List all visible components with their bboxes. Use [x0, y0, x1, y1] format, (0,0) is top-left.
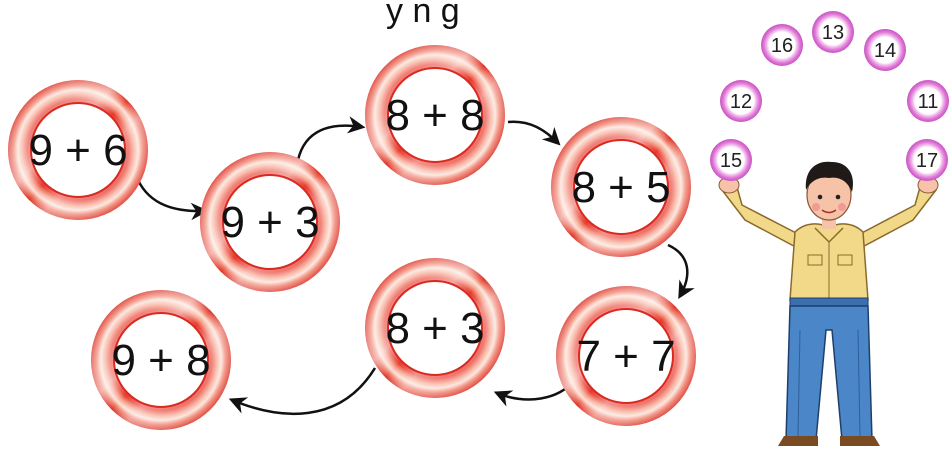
arrow-1	[136, 179, 209, 221]
arrow-3	[507, 120, 561, 146]
arrow-4	[667, 243, 695, 300]
ball-label: 11	[918, 91, 939, 113]
ball-label: 15	[720, 150, 742, 172]
arrow-6	[228, 367, 377, 415]
ball-11: 11	[907, 80, 949, 122]
ring-9-6: 9 + 6	[8, 80, 148, 220]
right-shoe	[840, 436, 880, 446]
ball-17: 17	[906, 139, 948, 181]
ring-9-3: 9 + 3	[200, 152, 340, 292]
ball-label: 17	[916, 150, 938, 172]
ring-label: 7 + 7	[576, 332, 675, 381]
hair	[805, 161, 854, 192]
ball-label: 14	[874, 40, 896, 62]
ring-label: 8 + 3	[385, 304, 484, 353]
ball-15: 15	[710, 139, 752, 181]
ball-label: 16	[771, 35, 793, 57]
ring-8-8: 8 + 8	[365, 45, 505, 185]
ring-label: 8 + 5	[571, 163, 670, 212]
ring-9-8: 9 + 8	[91, 290, 231, 430]
ring-8-3: 8 + 3	[365, 258, 505, 398]
left-shoe	[778, 436, 818, 446]
ball-13: 13	[812, 11, 854, 53]
ring-label: 9 + 6	[28, 126, 127, 175]
ring-7-7: 7 + 7	[556, 286, 696, 426]
ring-8-5: 8 + 5	[551, 117, 691, 257]
ring-label: 9 + 3	[220, 198, 319, 247]
boy-illustration	[718, 161, 939, 446]
arrow-2	[296, 116, 366, 161]
ball-12: 12	[720, 80, 762, 122]
ball-label: 13	[822, 22, 844, 44]
ring-label: 9 + 8	[111, 336, 210, 385]
ball-14: 14	[864, 29, 906, 71]
ball-label: 12	[730, 91, 752, 113]
ball-16: 16	[761, 24, 803, 66]
header-text: y n g	[386, 0, 460, 30]
ring-label: 8 + 8	[385, 91, 484, 140]
